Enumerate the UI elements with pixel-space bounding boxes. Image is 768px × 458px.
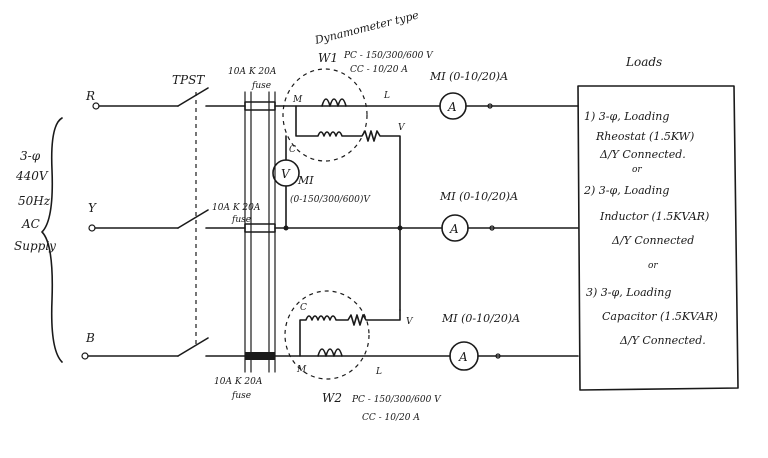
- loads-title: Loads: [625, 55, 662, 69]
- ammeter-b-label: MI (0-10/20)A: [441, 312, 520, 325]
- junction-voltmeter-y: [283, 225, 289, 231]
- voltmeter-symbol: V: [281, 167, 291, 181]
- fuse-r: [244, 101, 276, 111]
- line-y: [94, 209, 579, 229]
- w2-cc-rating: CC - 10/20 A: [362, 413, 420, 423]
- tpst-label: TPST: [172, 73, 205, 87]
- load-1-line-1: 1) 3-φ, Loading: [584, 110, 669, 123]
- ammeter-r: [439, 92, 467, 120]
- load-3-line-2: Capacitor (1.5KVAR): [602, 310, 718, 323]
- load-3-line-1: 3) 3-φ, Loading: [586, 286, 671, 299]
- terminal-r: [92, 102, 100, 110]
- w2-terminal-v: V: [406, 317, 414, 327]
- phase-r-label: R: [85, 89, 95, 103]
- w2-pc-rating: PC - 150/300/600 V: [351, 395, 442, 405]
- load-1-or: or: [632, 165, 642, 175]
- ammeter-r-symbol: A: [447, 100, 457, 114]
- w1-terminal-v: V: [398, 123, 406, 133]
- w2-terminal-l: L: [375, 367, 382, 377]
- w2-current-coil: [317, 348, 343, 357]
- supply-frequency: 50Hz: [18, 194, 51, 208]
- fuse-top-rating: 10A K 20A: [228, 67, 277, 77]
- load-2-line-1: 2) 3-φ, Loading: [583, 184, 669, 197]
- supply-phase-type: 3-φ: [20, 149, 41, 163]
- w2-wattmeter: [284, 290, 370, 380]
- line-b: [87, 337, 579, 357]
- w1-terminal-c: C: [289, 145, 296, 155]
- line-r: [98, 87, 579, 107]
- voltmeter-range: (0-150/300/600)V: [290, 194, 371, 205]
- load-terminal-b: [495, 353, 501, 359]
- w2-terminal-c: C: [300, 303, 307, 313]
- fuse-top-word: fuse: [251, 81, 271, 91]
- w1-wattmeter: [282, 68, 368, 162]
- wattmeter-type: Dynamometer type: [313, 8, 421, 47]
- fuse-b: [245, 352, 275, 360]
- junction-pc-y: [397, 225, 403, 231]
- ammeter-y: [441, 214, 469, 242]
- w1-current-coil: [321, 98, 347, 107]
- terminal-y: [88, 224, 96, 232]
- ammeter-y-label: MI (0-10/20)A: [439, 190, 518, 203]
- w1-pc-rating: PC - 150/300/600 V: [343, 51, 434, 61]
- w1-terminal-l: L: [383, 91, 390, 101]
- ammeter-b-symbol: A: [458, 350, 468, 364]
- loads-box: [577, 85, 739, 391]
- supply-type: AC: [21, 217, 40, 231]
- w1-label: W1: [318, 51, 338, 65]
- terminal-b: [81, 352, 89, 360]
- load-terminal-r: [487, 103, 493, 109]
- w1-pressure-coil: [295, 105, 401, 311]
- ammeter-b: [449, 341, 479, 371]
- load-3-line-3: Δ/Y Connected.: [619, 334, 706, 347]
- load-2-or: or: [648, 261, 658, 271]
- fuse-y: [244, 223, 276, 233]
- fuse-mid-word: fuse: [231, 215, 251, 225]
- load-1-line-3: Δ/Y Connected.: [599, 148, 686, 161]
- phase-b-label: B: [85, 331, 95, 345]
- w2-label: W2: [322, 391, 342, 405]
- supply-voltage: 440V: [15, 169, 49, 183]
- load-terminal-y: [489, 225, 495, 231]
- w1-cc-rating: CC - 10/20 A: [350, 65, 408, 75]
- load-2-line-3: Δ/Y Connected: [611, 234, 694, 247]
- ammeter-r-label: MI (0-10/20)A: [429, 70, 508, 83]
- fuse-mid-rating: 10A K 20A: [212, 203, 261, 213]
- ammeter-y-symbol: A: [449, 222, 459, 236]
- load-2-line-2: Inductor (1.5KVAR): [599, 210, 709, 223]
- supply-brace: [41, 117, 63, 363]
- fuse-bottom-word: fuse: [231, 391, 251, 401]
- voltmeter-type: MI: [297, 174, 314, 187]
- w2-terminal-m: M: [296, 365, 307, 375]
- fuse-bottom-rating: 10A K 20A: [214, 377, 263, 387]
- w2-pressure-coil: [299, 309, 401, 357]
- w1-terminal-m: M: [292, 95, 303, 105]
- load-1-line-2: Rheostat (1.5KW): [595, 130, 694, 143]
- phase-y-label: Y: [88, 201, 97, 215]
- supply-word: Supply: [14, 239, 56, 253]
